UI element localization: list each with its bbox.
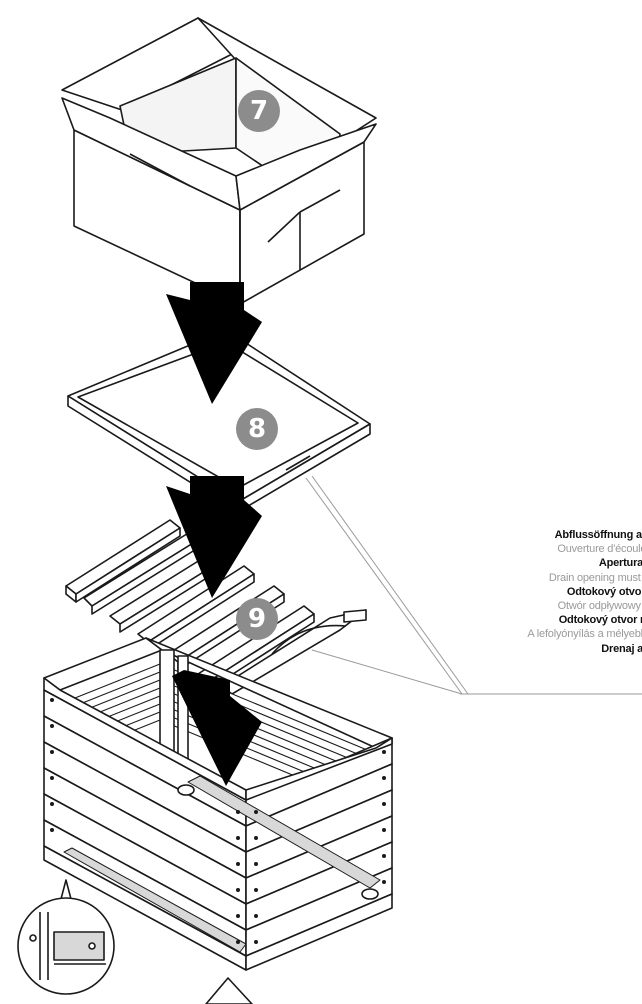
arrow-step9-icon — [172, 670, 262, 786]
liner-box — [61, 17, 377, 305]
callout-leaders — [305, 475, 642, 695]
callout-line-2: Apertura di sc — [598, 557, 642, 570]
planter-box — [43, 637, 393, 971]
detail-magnifier — [17, 879, 115, 995]
step-8-badge: 8 — [236, 408, 278, 450]
callout-line-8: Drenaj açıklığ — [601, 642, 642, 655]
callout-line-7: A lefolyónyílás a mélyebben fe — [527, 628, 642, 641]
callout-line-0: Abflussöffnung auf die — [554, 529, 642, 541]
callout-line-5: Otwór odpływowy po str — [557, 600, 642, 613]
arrow-step8-icon — [166, 476, 262, 598]
drain-callout: Abflussöffnung auf dieOuverture d'écoule… — [442, 528, 642, 656]
callout-line-3: Drain opening must be on — [548, 571, 642, 584]
callout-line-1: Ouverture d'écoulement — [557, 543, 642, 556]
arrow-step7-icon — [166, 282, 262, 404]
step-7-badge: 7 — [238, 90, 280, 132]
callout-line-4: Odtokový otvor na n — [566, 585, 642, 598]
callout-line-6: Odtokový otvor na niž — [558, 614, 642, 627]
bottom-pointer — [205, 977, 253, 1004]
step-9-badge: 9 — [236, 598, 278, 640]
